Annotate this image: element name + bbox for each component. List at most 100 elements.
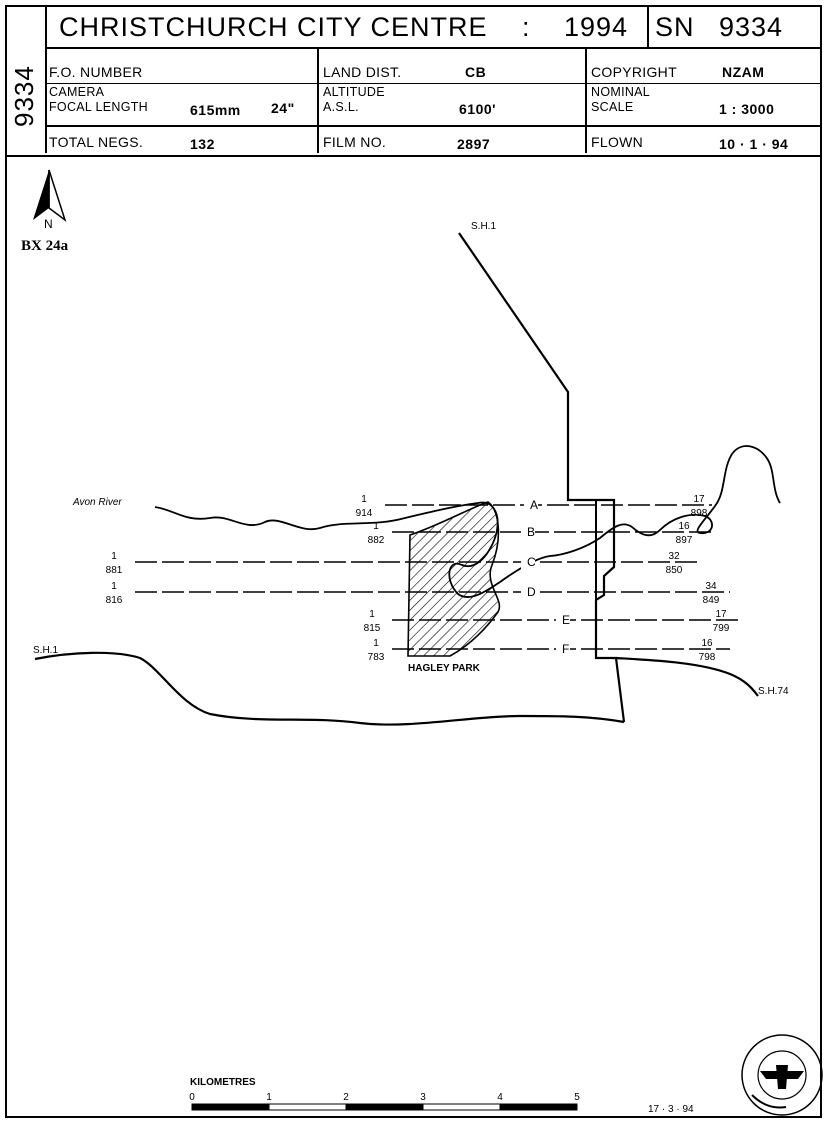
scale-label: SCALE (591, 100, 634, 114)
copyright-label: COPYRIGHT (591, 64, 677, 80)
footer-date: 17 · 3 · 94 (648, 1104, 694, 1115)
focal-in-value: 24" (271, 100, 295, 116)
flight-line-right-frame-denominator: 897 (676, 535, 693, 546)
flight-line-right-frame-denominator: 849 (703, 595, 720, 606)
scale-bar-segment (345, 1103, 424, 1111)
flight-line-right-frame-numerator: 17 (715, 609, 727, 620)
scale-bar: 0 1 2 3 4 5 (189, 1092, 580, 1111)
flight-line-left-frame-numerator: 1 (373, 521, 379, 532)
fo-number-label: F.O. NUMBER (49, 64, 143, 80)
sh74-road (615, 656, 759, 697)
scale-value: 1 : 3000 (719, 101, 775, 117)
map-sheet: 9334 CHRISTCHURCH CITY CENTRE : 1994 SN … (5, 5, 822, 1118)
flight-line-left-frame-numerator: 1 (111, 551, 117, 562)
divider (45, 83, 820, 84)
flight-lines: A191417898B188216897C188132850D181634849… (106, 494, 738, 663)
sheet-ref: BX 24a (21, 238, 69, 254)
scale-bar-tick: 0 (189, 1092, 195, 1103)
asl-label: A.S.L. (323, 100, 359, 114)
divider (45, 47, 820, 49)
flight-line-letter-bg (556, 612, 570, 628)
flight-line-left-frame-numerator: 1 (373, 638, 379, 649)
sh1-north-road (458, 232, 598, 502)
avon-river-label: Avon River (72, 497, 122, 508)
flight-line-letter: E (562, 613, 570, 627)
page-title: CHRISTCHURCH CITY CENTRE (59, 12, 488, 42)
header-block: 9334 CHRISTCHURCH CITY CENTRE : 1994 SN … (7, 7, 820, 157)
focal-mm-value: 615mm (190, 102, 241, 118)
total-negs-label: TOTAL NEGS. (49, 134, 144, 150)
scale-bar-tick: 4 (497, 1092, 503, 1103)
flight-line-letter: A (530, 498, 538, 512)
altitude-value: 6100' (459, 101, 496, 117)
scale-bar-segment (268, 1103, 347, 1111)
year: 1994 (564, 12, 629, 42)
flight-line-letter: B (527, 525, 535, 539)
flight-line-letter: D (527, 585, 536, 599)
scale-bar-tick: 2 (343, 1092, 349, 1103)
flown-value: 10 · 1 · 94 (719, 136, 789, 152)
sh1-west-label: S.H.1 (33, 645, 58, 656)
north-label: N (44, 217, 53, 231)
nominal-label: NOMINAL (591, 85, 651, 99)
divider (585, 47, 587, 153)
flight-line-left-frame-denominator: 882 (368, 535, 385, 546)
avon-river (154, 445, 781, 598)
land-dist-label: LAND DIST. (323, 64, 402, 80)
flight-line-right-frame-numerator: 34 (705, 581, 717, 592)
flight-line-letter-bg (521, 554, 535, 570)
scale-bar-tick: 3 (420, 1092, 426, 1103)
flight-line-letter: F (562, 642, 569, 656)
scale-bar-segment (422, 1103, 501, 1111)
focal-length-label: FOCAL LENGTH (49, 100, 148, 114)
flight-line-left-frame-numerator: 1 (111, 581, 117, 592)
divider (317, 47, 319, 153)
scale-bar-tick: 1 (266, 1092, 272, 1103)
flight-line-left-frame-numerator: 1 (369, 609, 375, 620)
scale-bar-tick: 5 (574, 1092, 580, 1103)
hagley-park-label: HAGLEY PARK (408, 663, 481, 674)
flight-line-right-frame-denominator: 850 (666, 565, 683, 576)
sn-value: 9334 (719, 12, 784, 42)
land-dist-value: CB (465, 64, 487, 80)
divider (45, 125, 820, 127)
nz-aerial-mapping-logo (741, 1034, 823, 1116)
flight-line-letter-bg (521, 524, 535, 540)
flight-line-left-frame-denominator: 914 (356, 508, 373, 519)
camera-label: CAMERA (49, 85, 105, 99)
flight-line-right-frame-numerator: 32 (668, 551, 680, 562)
city-boundary (594, 498, 626, 723)
film-no-value: 2897 (457, 136, 491, 152)
flight-line-letter: C (527, 555, 536, 569)
flown-label: FLOWN (591, 134, 644, 150)
scale-bar-segment (499, 1103, 578, 1111)
flight-line-right-frame-denominator: 798 (699, 652, 716, 663)
copyright-value: NZAM (722, 64, 765, 80)
flight-line-right-frame-numerator: 16 (678, 521, 690, 532)
sn-label: SN (655, 12, 695, 42)
flight-line-right-frame-denominator: 898 (691, 508, 708, 519)
hagley-park (407, 501, 501, 657)
flight-line-right-frame-numerator: 17 (693, 494, 705, 505)
title-colon: : (522, 12, 531, 42)
sh1-north-label: S.H.1 (471, 221, 496, 232)
flight-line-left-frame-denominator: 815 (364, 623, 381, 634)
scale-bar-segment (191, 1103, 270, 1111)
flight-line-left-frame-numerator: 1 (361, 494, 367, 505)
divider (647, 7, 649, 47)
flight-line-letter-bg (524, 497, 538, 513)
scale-bar-label: KILOMETRES (190, 1077, 256, 1088)
flight-line-left-frame-denominator: 881 (106, 565, 123, 576)
flight-line-left-frame-denominator: 816 (106, 595, 123, 606)
flight-line-letter-bg (521, 584, 535, 600)
north-arrow-icon (33, 169, 67, 223)
divider (45, 7, 47, 153)
flight-line-right-frame-numerator: 16 (701, 638, 713, 649)
flight-line-letter-bg (556, 641, 570, 657)
flight-line-right-frame-denominator: 799 (713, 623, 730, 634)
sh74-label: S.H.74 (758, 686, 789, 697)
sh1-west-road (34, 651, 625, 726)
total-negs-value: 132 (190, 136, 215, 152)
flight-line-left-frame-denominator: 783 (368, 652, 385, 663)
